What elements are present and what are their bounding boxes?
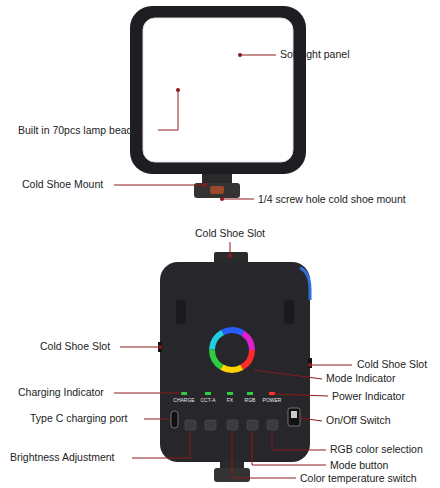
- light-body: [160, 262, 310, 462]
- callout-label: On/Off Switch: [326, 414, 391, 427]
- tiny-panel-label: CHARGE: [173, 397, 194, 403]
- callout-label: RGB color selection: [330, 443, 423, 456]
- side-slot: [158, 342, 162, 352]
- callout-label: Mode Indicator: [326, 372, 395, 385]
- screw-hole: [210, 186, 224, 194]
- callout-label: Built in 70pcs lamp beads: [18, 124, 138, 137]
- side-glow: [300, 268, 310, 300]
- shoe-neck: [202, 174, 232, 183]
- indicator-leds: [181, 392, 275, 395]
- callout-label: Soft light panel: [280, 48, 349, 61]
- callout-label: Mode button: [330, 459, 388, 472]
- side-slot: [308, 358, 312, 368]
- switch-knob: [291, 411, 297, 418]
- callout-label: Type C charging port: [30, 412, 127, 425]
- usb-port: [171, 411, 178, 428]
- tiny-panel-label: FX: [227, 397, 233, 403]
- light-frame: [130, 6, 306, 174]
- callout-label: Brightness Adjustment: [10, 451, 114, 464]
- callout-label: Cold Shoe Slot: [40, 340, 110, 353]
- tiny-panel-label: CCT-A: [201, 397, 216, 403]
- callout-label: Power Indicator: [332, 390, 405, 403]
- tiny-panel-label: RGB: [245, 397, 256, 403]
- vent: [176, 300, 186, 324]
- callout-label: Cold Shoe Slot: [195, 227, 265, 240]
- callout-label: Color temperature switch: [300, 472, 417, 485]
- light-panel: [143, 18, 293, 162]
- callout-label: Cold Shoe Mount: [22, 178, 103, 191]
- leader-lines: [114, 55, 352, 478]
- buttons: [185, 420, 278, 430]
- tiny-panel-label: POWER: [263, 397, 282, 403]
- power-switch: [288, 408, 300, 426]
- leader-dots: [158, 53, 312, 367]
- callout-label: Charging Indicator: [18, 386, 104, 399]
- vent: [284, 300, 294, 324]
- mode-ring: [212, 330, 252, 370]
- callout-label: 1/4 screw hole cold shoe mount: [258, 193, 406, 206]
- callout-label: Cold Shoe Slot: [357, 358, 427, 371]
